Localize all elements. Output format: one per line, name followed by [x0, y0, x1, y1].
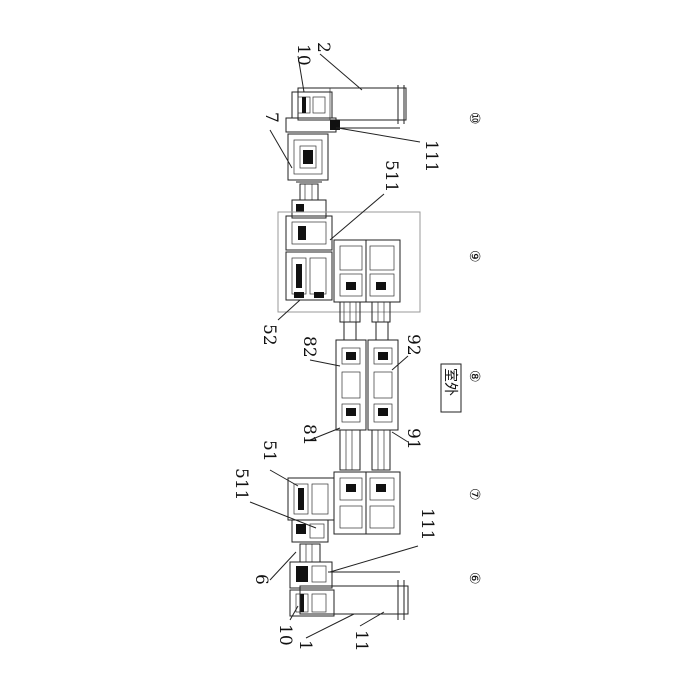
marker-7: ⑦ [466, 488, 482, 501]
label-111-bottom: 111 [417, 508, 437, 540]
label-11: 11 [351, 630, 371, 652]
label-51: 51 [259, 440, 279, 462]
label-92: 92 [403, 334, 423, 356]
upper-outer-block [333, 239, 401, 323]
frame-10-bottom [289, 589, 335, 617]
lower-outer-block [333, 471, 401, 535]
label-111-top: 111 [421, 140, 441, 172]
sash-6 [289, 543, 333, 589]
marker-9: ⑨ [466, 250, 482, 263]
label-2: 2 [313, 42, 333, 53]
label-511-top: 511 [381, 160, 401, 192]
top-frame-assembly [285, 85, 407, 133]
label-82: 82 [299, 336, 319, 358]
marker-10: ⑩ [466, 112, 482, 125]
marker-8: ⑧ [466, 370, 482, 383]
sash-7 [287, 133, 329, 219]
part-labels: 10 2 7 111 511 52 82 92 81 91 51 511 111… [231, 42, 441, 652]
label-511-bottom: 511 [231, 468, 251, 500]
label-7: 7 [261, 112, 281, 123]
label-52: 52 [259, 324, 279, 346]
label-10-top: 10 [293, 44, 313, 66]
middle-mullion-assembly [335, 322, 399, 471]
outdoor-label-group: 室外 [440, 363, 462, 413]
detail-box-9 [277, 211, 421, 313]
upper-fixed-frame-52 [277, 211, 421, 313]
label-81: 81 [299, 424, 319, 446]
label-6: 6 [251, 574, 271, 585]
label-91: 91 [403, 428, 423, 450]
profile-2 [297, 87, 407, 121]
leader-lines [249, 53, 421, 639]
outdoor-label: 室外 [442, 368, 459, 396]
marker-6: ⑥ [466, 572, 482, 585]
label-10-bottom: 10 [275, 624, 295, 646]
label-1: 1 [295, 640, 315, 651]
lower-fixed-frame-51 [287, 477, 335, 543]
outdoor-label-box [440, 363, 462, 413]
section-markers: ⑩ ⑨ ⑧ ⑦ ⑥ [466, 112, 482, 585]
